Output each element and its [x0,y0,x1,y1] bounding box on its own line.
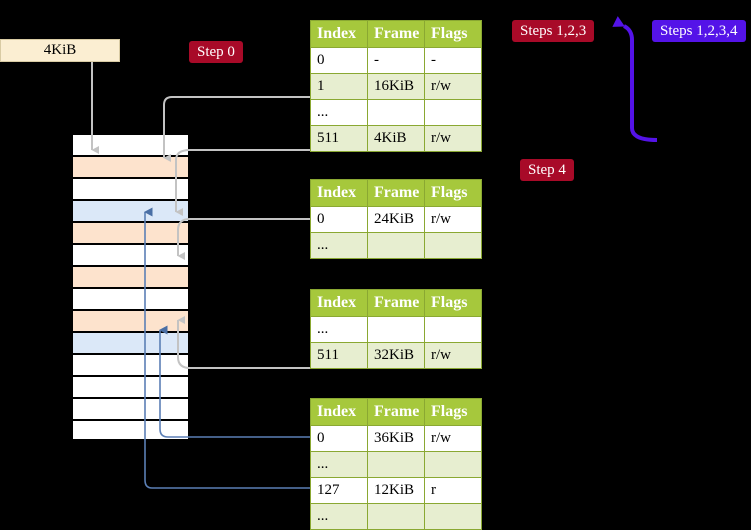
cell-frame: 4KiB [367,125,425,152]
memory-frame-row [71,177,190,199]
cell-frame [367,316,425,343]
cell-flags: r/w [424,206,482,233]
memory-tick-mark [59,309,71,311]
cell-frame: 36KiB [367,425,425,452]
memory-tick-mark [59,177,71,179]
table-row: 0-- [310,47,482,74]
cell-flags [424,99,482,126]
memory-frame-row [71,221,190,243]
cell-flags [424,316,482,343]
table-header-row: Index Frame Flags [310,179,482,207]
memory-frame-row [71,265,190,287]
col-header-flags: Flags [424,20,482,48]
col-header-frame: Frame [367,398,425,426]
cell-index: ... [310,99,368,126]
col-header-flags: Flags [424,289,482,317]
memory-frame-row [71,287,190,309]
cell-flags: r/w [424,342,482,369]
cell-index: ... [310,451,368,478]
memory-frame-row [71,397,190,419]
cell-index: 0 [310,425,368,452]
cell-flags: r [424,477,482,504]
cell-index: 127 [310,477,368,504]
col-header-index: Index [310,398,368,426]
cell-index: ... [310,232,368,259]
cell-index: 0 [310,206,368,233]
col-header-frame: Frame [367,289,425,317]
cell-index: 511 [310,125,368,152]
memory-frame-row [71,353,190,375]
cell-flags [424,451,482,478]
cell-index: ... [310,316,368,343]
col-header-flags: Flags [424,179,482,207]
cell-frame: 12KiB [367,477,425,504]
cell-flags: r/w [424,125,482,152]
col-header-index: Index [310,179,368,207]
table-row: ... [310,99,482,126]
cell-flags [424,232,482,259]
cell-frame: 32KiB [367,342,425,369]
table-header-row: Index Frame Flags [310,289,482,317]
table-header-row: Index Frame Flags [310,398,482,426]
arrow-steps-bracket [612,16,658,142]
badge-steps-123: Steps 1,2,3 [512,20,595,42]
cell-flags: r/w [424,73,482,100]
frame-size-label: 4KiB [0,39,120,62]
badge-step-4: Step 4 [520,159,574,181]
cell-flags: r/w [424,425,482,452]
cell-frame [367,451,425,478]
cell-index: ... [310,503,368,530]
memory-tick-mark [59,133,71,135]
memory-tick-mark [59,265,71,267]
memory-frame-row [71,243,190,265]
table-row: ... [310,316,482,343]
cell-flags [424,503,482,530]
cell-frame [367,99,425,126]
col-header-frame: Frame [367,179,425,207]
memory-frame-row [71,331,190,353]
cell-index: 0 [310,47,368,74]
cell-flags: - [424,47,482,74]
memory-frame-row [71,309,190,331]
col-header-flags: Flags [424,398,482,426]
table-row: ... [310,451,482,478]
table-row: ... [310,232,482,259]
badge-step-0: Step 0 [189,41,243,63]
cell-index: 511 [310,342,368,369]
cell-frame: 24KiB [367,206,425,233]
cell-frame: 16KiB [367,73,425,100]
physical-memory-column [59,133,190,441]
memory-tick-mark [59,221,71,223]
memory-frame-row [71,375,190,397]
cell-frame [367,232,425,259]
table-header-row: Index Frame Flags [310,20,482,48]
memory-frame-row [71,199,190,221]
cell-frame [367,503,425,530]
cell-index: 1 [310,73,368,100]
table-row: ... [310,503,482,530]
badge-steps-1234: Steps 1,2,3,4 [652,20,746,42]
col-header-index: Index [310,289,368,317]
col-header-frame: Frame [367,20,425,48]
col-header-index: Index [310,20,368,48]
memory-frame-row [71,133,190,155]
memory-tick-mark [59,155,71,157]
cell-frame: - [367,47,425,74]
memory-frame-row [71,419,190,441]
memory-frame-row [71,155,190,177]
